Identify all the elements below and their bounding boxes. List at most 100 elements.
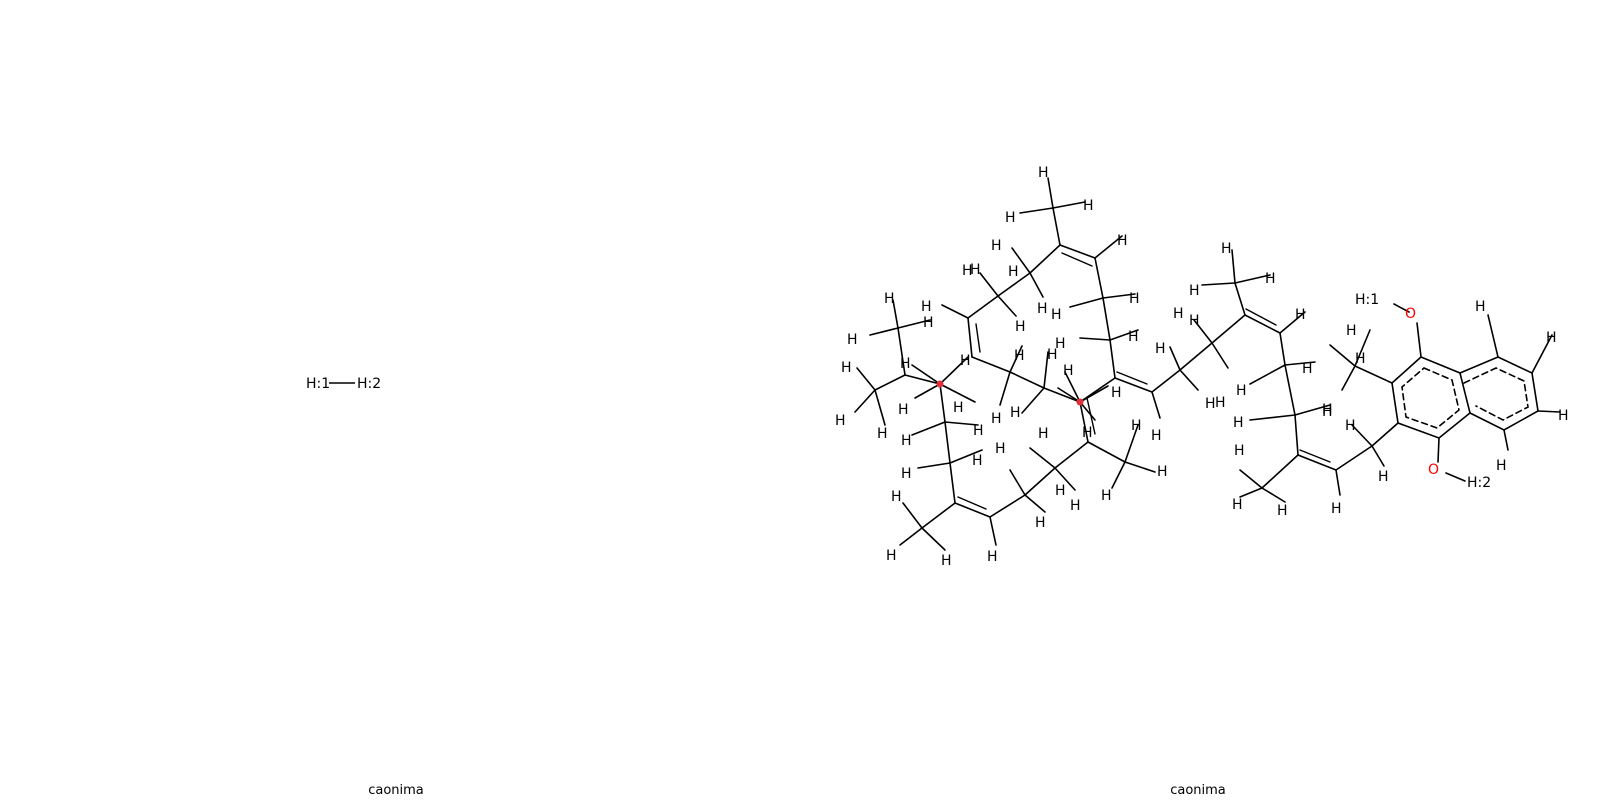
- bond: [967, 317, 973, 358]
- bond: [1279, 332, 1286, 366]
- atom-label-hydrogen: H: [1236, 383, 1247, 399]
- atom-label-h1: H:1: [306, 376, 330, 392]
- atom-label-hydrogen: H: [1129, 291, 1140, 307]
- atom-label-hydrogen: H: [1234, 443, 1245, 459]
- atom-label-oxygen: O: [1428, 462, 1439, 478]
- bond: [944, 421, 951, 464]
- bond: [967, 295, 999, 319]
- atom-label-hydrogen: H: [1111, 385, 1122, 401]
- atom-label-hydrogen: H: [995, 441, 1006, 457]
- bond: [1249, 364, 1286, 385]
- bond: [1179, 342, 1213, 371]
- bond: [1052, 207, 1061, 246]
- bond: [921, 502, 956, 529]
- bond: [1052, 201, 1086, 209]
- atom-label-hydrogen: H: [1205, 396, 1216, 412]
- bond: [1043, 387, 1081, 403]
- bond: [1239, 469, 1263, 489]
- bond: [1531, 334, 1553, 374]
- atom-label-hydrogen: H: [1322, 404, 1333, 420]
- bond: [856, 367, 876, 391]
- atom-label-oxygen: O: [1405, 306, 1416, 322]
- bond: [1116, 371, 1148, 385]
- bond: [1179, 369, 1199, 391]
- atom-label-hydrogen: H: [1355, 351, 1366, 367]
- bond: [1297, 454, 1337, 471]
- atom-label-hydrogen: H: [1157, 464, 1168, 480]
- atom-label-hydrogen: H: [1295, 307, 1306, 323]
- bond: [1341, 365, 1356, 391]
- bond: [1284, 361, 1316, 366]
- atom-label-hydrogen: H: [973, 423, 984, 439]
- bond: [1087, 441, 1126, 463]
- bond: [1371, 445, 1385, 467]
- atom-label-hydrogen: H: [900, 356, 911, 372]
- bond: [1371, 422, 1399, 447]
- bond: [874, 389, 886, 426]
- bond: [1169, 346, 1181, 371]
- bond: [1024, 467, 1056, 496]
- bond: [1124, 424, 1139, 463]
- atom-label-hydrogen: H: [1082, 425, 1093, 441]
- bond: [1029, 244, 1061, 274]
- bond: [899, 527, 923, 546]
- bond: [1079, 385, 1109, 403]
- atom-label-hydrogen: H: [941, 553, 952, 569]
- bond: [989, 516, 997, 546]
- bond: [1011, 247, 1031, 274]
- atom-label-hydrogen: H: [898, 402, 909, 418]
- atom-label-hydrogen: H: [1051, 307, 1062, 323]
- bond: [1009, 469, 1026, 496]
- atom-label-hydrogen: H: [972, 453, 983, 469]
- atom-label-hydrogen: H: [1265, 271, 1276, 287]
- bond: [1094, 257, 1104, 299]
- bond: [1102, 297, 1111, 341]
- atom-label-hydrogen: H: [1346, 323, 1357, 339]
- bond: [1043, 351, 1049, 389]
- bond: [975, 323, 981, 353]
- bond: [1437, 437, 1440, 463]
- bond: [1234, 274, 1271, 284]
- atom-label-hydrogen: H: [1189, 313, 1200, 329]
- bond: [1299, 449, 1331, 463]
- atom-label-hydrogen: H: [1277, 503, 1288, 519]
- atom-label-hydrogen: H: [901, 466, 912, 482]
- bond: [1024, 494, 1046, 513]
- atom-label-hydrogen: H: [1055, 483, 1066, 499]
- bond: [971, 356, 1011, 373]
- bond: [1029, 272, 1044, 298]
- bond: [1239, 487, 1263, 498]
- bond: [1231, 249, 1236, 284]
- bond: [989, 494, 1026, 518]
- bond: [921, 527, 946, 551]
- atom-label-hydrogen: H: [953, 400, 964, 416]
- bond: [902, 502, 923, 529]
- atom-label-hydrogen: H: [1063, 363, 1074, 379]
- molecule-h2: H:1 H:2: [306, 376, 381, 392]
- bond: [1019, 207, 1054, 214]
- bond: [939, 356, 969, 385]
- atom-label-hydrogen: H: [1475, 299, 1486, 315]
- atom-label-hydrogen: H: [886, 548, 897, 564]
- atom-label-hydrogen: H: [1117, 233, 1128, 249]
- atom-label-h2: H:2: [357, 376, 381, 392]
- atom-label-hydrogen: H: [835, 413, 846, 429]
- bond: [1234, 282, 1246, 316]
- bond: [1416, 322, 1422, 358]
- bond: [1109, 339, 1116, 379]
- molecule-large: [854, 177, 1561, 551]
- bond: [1029, 447, 1056, 469]
- atom-label-h1: H:1: [1355, 292, 1379, 308]
- bond: [1009, 371, 1045, 389]
- bond: [1114, 377, 1153, 393]
- bond: [999, 371, 1011, 406]
- highlight-atom: [1076, 398, 1084, 406]
- bond: [1064, 371, 1081, 403]
- atom-label-hydrogen: H: [991, 411, 1002, 427]
- atom-label-hydrogen: H: [1221, 241, 1232, 257]
- atom-label-h2: H:2: [1467, 475, 1491, 491]
- atom-label-hydrogen: H: [1345, 418, 1356, 434]
- atom-label-hydrogen: H: [1010, 405, 1021, 421]
- bond: [1054, 467, 1076, 491]
